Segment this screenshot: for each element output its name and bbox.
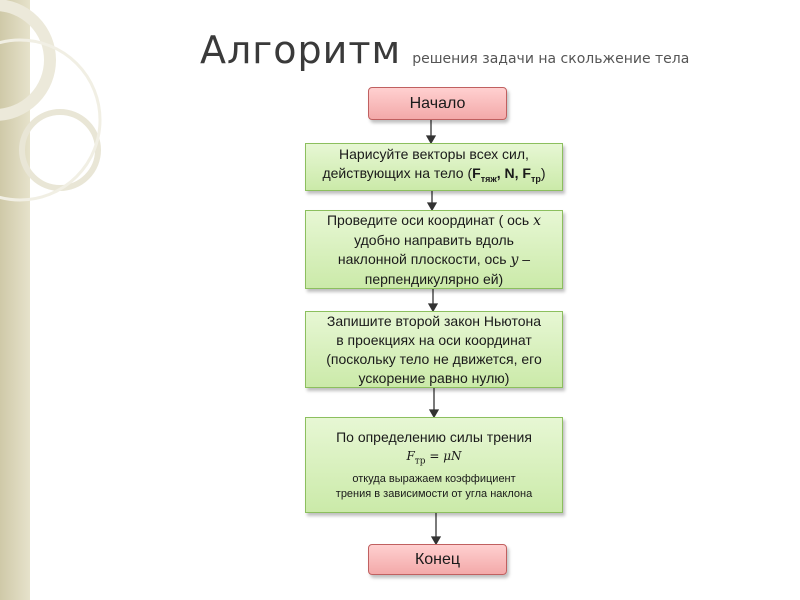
friction-formula: Fтр = μN <box>406 448 462 467</box>
step3-line3: (поскольку тело не движется, его <box>326 350 542 367</box>
step3-line1: Запишите второй закон Ньютона <box>326 312 542 329</box>
step-friction-definition: По определению силы трения Fтр = μN отку… <box>305 417 563 513</box>
step2-line1: Проведите оси координат ( ось x <box>326 211 542 229</box>
step1-line1: Нарисуйте векторы всех сил, <box>339 146 529 163</box>
step2-line2: удобно направить вдоль <box>354 231 514 248</box>
title-main: Алгоритм <box>200 28 402 72</box>
end-label: Конец <box>414 550 461 568</box>
step-newton-law: Запишите второй закон Ньютона в проекция… <box>305 311 563 388</box>
step1-line2: действующих на тело (Fтяж, N, Fтр) <box>322 165 546 184</box>
decorative-rings <box>0 0 102 202</box>
start-node: Начало <box>368 87 507 120</box>
page-title: Алгоритм решения задачи на скольжение те… <box>200 28 689 72</box>
step4-line1: По определению силы трения <box>336 428 532 445</box>
step2-line3: наклонной плоскости, ось y – <box>337 250 531 268</box>
start-label: Начало <box>409 94 466 112</box>
step4-line2: откуда выражаем коэффициент <box>352 473 516 486</box>
step-draw-forces: Нарисуйте векторы всех сил, действующих … <box>305 143 563 191</box>
step3-line2: в проекциях на оси координат <box>336 331 532 348</box>
step2-line4: перпендикулярно ей) <box>364 270 504 287</box>
step-coordinate-axes: Проведите оси координат ( ось x удобно н… <box>305 210 563 289</box>
end-node: Конец <box>368 544 507 575</box>
title-subtitle: решения задачи на скольжение тела <box>412 51 690 67</box>
step4-line3: трения в зависимости от угла наклона <box>335 488 533 501</box>
step3-line4: ускорение равно нулю) <box>358 369 510 386</box>
